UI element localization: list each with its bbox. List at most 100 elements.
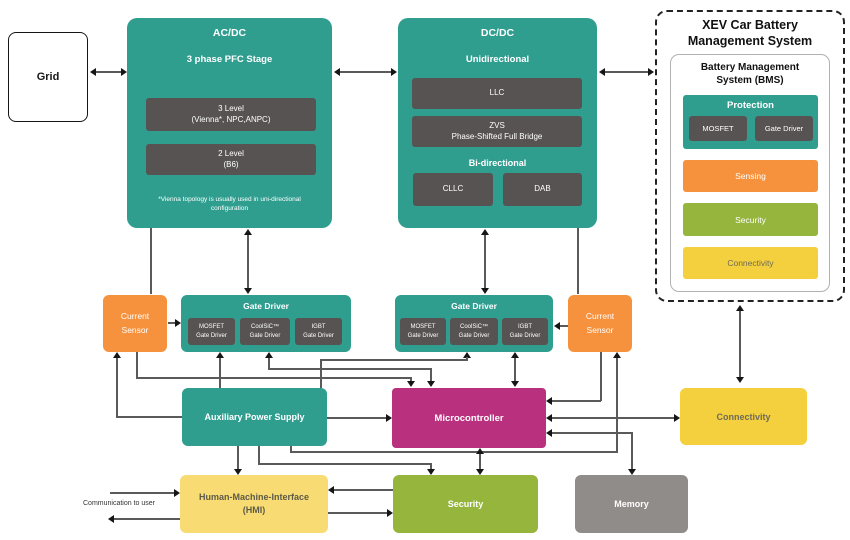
bms-connectivity-block: Connectivity xyxy=(683,247,818,279)
hmi-line2: (HMI) xyxy=(242,505,266,515)
line-segment xyxy=(150,228,152,294)
dcdc-cllc-block: CLLC xyxy=(413,173,493,206)
current-sensor-left-block: Current Sensor xyxy=(103,295,167,352)
arrowhead-left xyxy=(554,322,560,330)
arrowhead-left xyxy=(546,397,552,405)
gd-right-mosfet-line2: Gate Driver xyxy=(407,332,439,339)
line-segment xyxy=(552,417,674,419)
gd-left-coolsic-line1: CoolSiC™ xyxy=(250,323,279,330)
gate-driver-right-title: Gate Driver xyxy=(451,301,497,311)
bms-subpanel: Battery Management System (BMS) Protecti… xyxy=(670,54,830,292)
arrowhead-up xyxy=(244,229,252,235)
arrowhead-up xyxy=(216,352,224,358)
acdc-panel: AC/DC 3 phase PFC Stage 3 Level (Vienna*… xyxy=(127,18,332,228)
line-segment xyxy=(168,322,176,324)
current-sensor-left-line1: Current xyxy=(120,310,150,321)
arrowhead-down xyxy=(427,381,435,387)
bms-gatedriver-block: Gate Driver xyxy=(755,116,813,141)
line-segment xyxy=(290,451,618,453)
arrowhead-down xyxy=(476,469,484,475)
bms-mosfet-label: MOSFET xyxy=(702,124,734,133)
gd-right-mosfet-line1: MOSFET xyxy=(410,323,436,330)
acdc-title: AC/DC xyxy=(212,27,247,39)
gd-left-mosfet-line2: Gate Driver xyxy=(196,332,227,339)
bms-sensing-label: Sensing xyxy=(735,171,766,181)
xev-title-line2: Management System xyxy=(687,33,813,48)
line-segment xyxy=(96,71,122,73)
dcdc-zvs-block: ZVS Phase-Shifted Full Bridge xyxy=(412,116,582,147)
arrowhead-left xyxy=(90,68,96,76)
arrowhead-up xyxy=(476,448,484,454)
connectivity-block: Connectivity xyxy=(680,388,807,445)
current-sensor-right-line1: Current xyxy=(585,310,615,321)
line-segment xyxy=(484,235,486,288)
xev-title-line1: XEV Car Battery xyxy=(702,18,798,32)
gd-left-mosfet-line1: MOSFET xyxy=(199,323,224,330)
line-segment xyxy=(410,377,412,381)
arrowhead-up xyxy=(613,352,621,358)
acdc-3level-block: 3 Level (Vienna*, NPC,ANPC) xyxy=(146,98,316,131)
gd-left-igbt-block: IGBT Gate Driver xyxy=(295,318,342,345)
line-segment xyxy=(430,463,432,469)
gate-driver-left-title: Gate Driver xyxy=(243,301,289,311)
line-segment xyxy=(631,432,633,469)
dcdc-llc-label: LLC xyxy=(489,88,505,98)
arrowhead-down xyxy=(481,288,489,294)
arrowhead-left xyxy=(599,68,605,76)
bms-sensing-block: Sensing xyxy=(683,160,818,192)
line-segment xyxy=(219,358,221,388)
line-segment xyxy=(116,416,182,418)
acdc-2level-line2: (B6) xyxy=(223,159,239,169)
line-segment xyxy=(136,352,138,378)
arrowhead-down xyxy=(407,381,415,387)
communication-to-user-label: Communication to user xyxy=(83,500,155,507)
gd-right-coolsic-block: CoolSiC™ Gate Driver xyxy=(450,318,498,345)
line-segment xyxy=(290,446,292,452)
arrowhead-right xyxy=(121,68,127,76)
arrowhead-left xyxy=(108,515,114,523)
line-segment xyxy=(136,377,411,379)
gd-right-coolsic-line2: Gate Driver xyxy=(458,332,490,339)
line-segment xyxy=(605,71,648,73)
arrowhead-left xyxy=(334,68,340,76)
gd-left-mosfet-block: MOSFET Gate Driver xyxy=(188,318,235,345)
memory-block: Memory xyxy=(575,475,688,533)
line-segment xyxy=(600,352,602,401)
line-segment xyxy=(340,71,391,73)
dcdc-title: DC/DC xyxy=(480,27,515,39)
line-segment xyxy=(237,446,239,469)
arrowhead-left xyxy=(546,414,552,422)
arrowhead-right xyxy=(386,414,392,422)
grid-label: Grid xyxy=(36,71,60,83)
gd-right-igbt-block: IGBT Gate Driver xyxy=(502,318,548,345)
arrowhead-up xyxy=(511,352,519,358)
acdc-3level-line1: 3 Level xyxy=(218,103,244,113)
line-segment xyxy=(479,454,481,469)
arrowhead-right xyxy=(387,509,393,517)
current-sensor-right-block: Current Sensor xyxy=(568,295,632,352)
dcdc-zvs-line2: Phase-Shifted Full Bridge xyxy=(451,131,543,141)
arrowhead-up xyxy=(463,352,471,358)
acdc-2level-line1: 2 Level xyxy=(218,148,244,158)
line-segment xyxy=(552,400,601,402)
line-segment xyxy=(430,368,432,381)
dcdc-dab-label: DAB xyxy=(534,184,551,194)
bms-security-block: Security xyxy=(683,203,818,236)
line-segment xyxy=(268,368,431,370)
line-segment xyxy=(116,358,118,417)
line-segment xyxy=(258,446,260,464)
bms-security-label: Security xyxy=(735,214,766,225)
grid-block: Grid xyxy=(8,32,88,122)
security-label: Security xyxy=(447,499,484,509)
dcdc-dab-block: DAB xyxy=(503,173,582,206)
gate-driver-right-block: Gate Driver MOSFET Gate Driver CoolSiC™ … xyxy=(395,295,553,352)
arrowhead-down xyxy=(511,381,519,387)
bms-title-line2: System (BMS) xyxy=(716,74,784,86)
current-sensor-right-line2: Sensor xyxy=(586,324,614,335)
arrowhead-left xyxy=(546,429,552,437)
acdc-2level-block: 2 Level (B6) xyxy=(146,144,316,175)
gd-left-igbt-line2: Gate Driver xyxy=(303,332,334,339)
gd-left-coolsic-line2: Gate Driver xyxy=(249,332,281,339)
line-segment xyxy=(560,325,568,327)
